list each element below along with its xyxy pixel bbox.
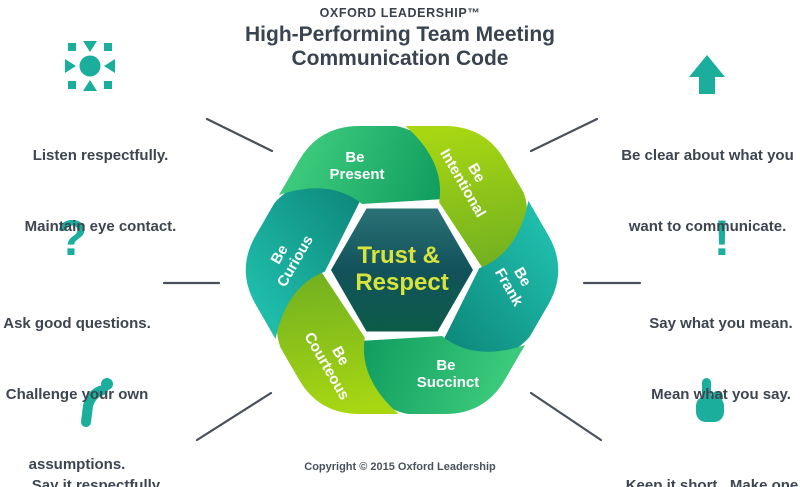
exclamation-mark-icon: ! [714, 210, 731, 266]
connector-line-top-left [205, 117, 274, 153]
arrow-up-icon [689, 55, 725, 94]
center-hexagon [331, 208, 473, 332]
annotation-top-right: Be clear about what you want to communic… [621, 147, 794, 235]
segment-label-present: Be Present [329, 149, 384, 183]
connector-line-bottom-right [529, 391, 603, 442]
segment-label-succinct: Be Succinct [417, 357, 480, 391]
annotation-bottom-right: Keep it short. Make one point at a time. [625, 477, 799, 487]
copyright-notice: Copyright © 2015 Oxford Leadership [304, 461, 496, 473]
center-label: Trust & Respect [355, 242, 448, 296]
title-line-1: High-Performing Team Meeting [245, 23, 555, 46]
question-mark-icon: ? [57, 210, 88, 266]
connector-lines [162, 117, 642, 442]
annotation-mid-left: Ask good questions. Challenge your own a… [3, 315, 151, 473]
annotation-bottom-left: Say it respectfully. Say it softly. [31, 477, 164, 487]
brand-name: OXFORD LEADERSHIP™ [319, 6, 481, 20]
connector-line-bottom-left [195, 391, 273, 442]
pointing-hand-icon [696, 378, 724, 422]
annotation-top-left: Listen respectfully. Maintain eye contac… [24, 147, 177, 235]
annotation-mid-right: Say what you mean. Mean what you say. [649, 315, 793, 403]
title-line-2: Communication Code [291, 47, 509, 70]
page-title: High-Performing Team Meeting Communicati… [0, 23, 800, 71]
focus-attention-icon [65, 41, 115, 91]
page-header: OXFORD LEADERSHIP™ High-Performing Team … [0, 6, 800, 71]
connector-line-top-right [529, 117, 599, 153]
annotation-icons: ? ! [57, 41, 731, 427]
bowing-person-icon [81, 378, 113, 427]
